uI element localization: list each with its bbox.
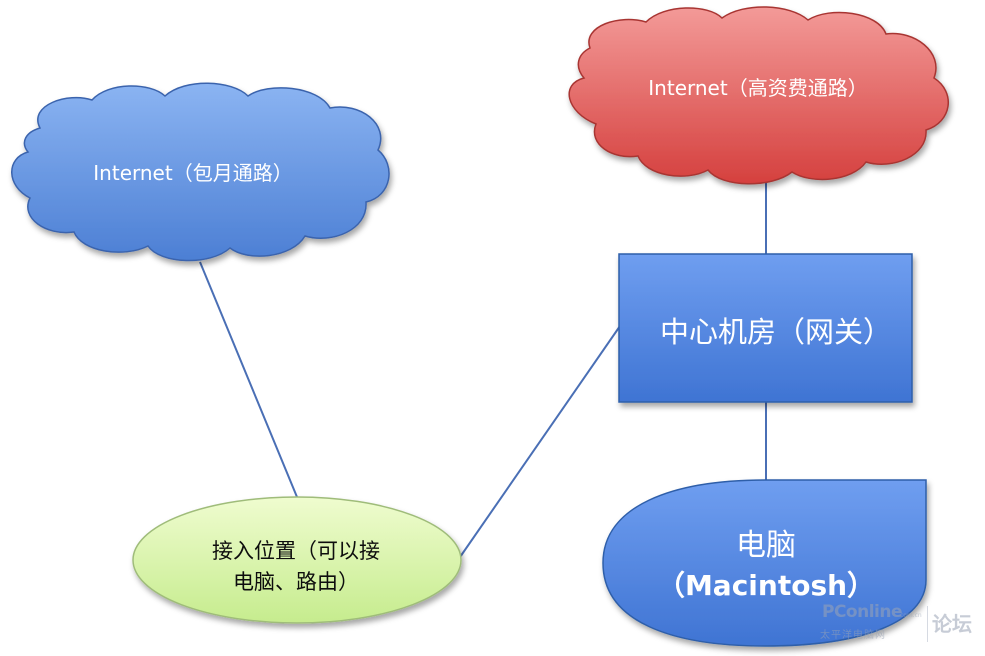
connectors (199, 170, 767, 561)
edge-cloud-monthly-to-access (199, 261, 298, 498)
cloud-costly: Internet（高资费通路） (568, 6, 949, 185)
gateway-box: 中心机房（网关） (618, 253, 913, 403)
watermark-forum: 论坛 (932, 612, 972, 636)
computer-label-line2: （Macintosh） (657, 569, 875, 602)
cloud-monthly: Internet（包月通路） (11, 82, 390, 262)
watermark-brand: PConline (822, 602, 903, 622)
cloud-monthly-label: Internet（包月通路） (93, 161, 292, 185)
watermark-sub: 太平洋电脑网 (820, 630, 886, 641)
access-node: 接入位置（可以接 电脑、路由） (132, 496, 462, 624)
computer-node: 电脑 （Macintosh） (602, 479, 927, 647)
cloud-costly-label: Internet（高资费通路） (648, 76, 867, 100)
pconline-watermark: PConline .com.cn 太平洋电脑网 论坛 (812, 602, 984, 652)
watermark-separator (927, 606, 928, 642)
access-label-line1: 接入位置（可以接 (212, 539, 380, 563)
access-label-line2: 电脑、路由） (233, 570, 359, 594)
gateway-label: 中心机房（网关） (660, 315, 892, 349)
watermark-domain: .com.cn (898, 612, 922, 619)
computer-label-line1: 电脑 (736, 528, 796, 563)
edge-access-to-gateway (457, 325, 621, 561)
